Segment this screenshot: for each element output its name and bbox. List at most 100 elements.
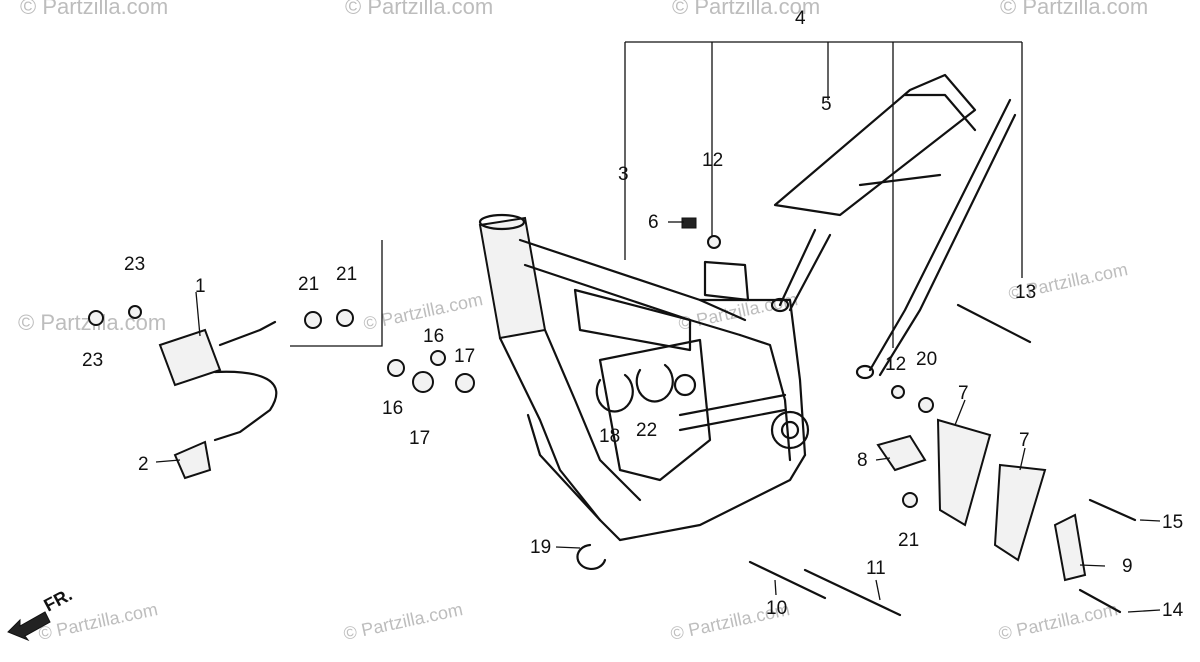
nut-21-left — [304, 311, 322, 329]
engine-hangers — [876, 418, 1087, 582]
bolt-15 — [1088, 498, 1137, 522]
subframe-end-left — [770, 297, 790, 313]
callout-16-right: 16 — [423, 326, 444, 347]
shock-mount — [673, 373, 697, 397]
callout-21-right: 21 — [336, 264, 357, 285]
engine-cradle — [598, 338, 712, 482]
bolt-11 — [803, 568, 902, 617]
rear-subframe — [770, 73, 1017, 380]
subframe-strut-right-2 — [878, 113, 1017, 377]
grommet-16-left — [387, 359, 405, 377]
leader-10 — [774, 579, 777, 596]
callout-11: 11 — [866, 558, 886, 579]
watermark-text: © Partzilla.com — [672, 0, 820, 19]
head-tube — [478, 216, 547, 340]
leader-lines — [155, 41, 1161, 613]
callout-18: 18 — [599, 426, 620, 447]
bolt-12-upper — [707, 235, 721, 249]
long-bolts — [748, 303, 1137, 617]
frame-gusset — [573, 288, 692, 352]
clamp-19 — [576, 543, 607, 571]
callout-15: 15 — [1162, 512, 1183, 533]
callout-20: 20 — [916, 349, 937, 370]
nut-20 — [918, 397, 934, 413]
subframe-end-right — [855, 364, 875, 380]
callout-7-lower: 7 — [1019, 430, 1030, 451]
watermark-text: © Partzilla.com — [1000, 0, 1148, 19]
lower-cradle — [618, 453, 807, 542]
callout-1: 1 — [195, 276, 206, 297]
coil-wire — [218, 320, 277, 347]
engine-hanger-lower — [993, 463, 1047, 562]
subframe-cross — [858, 173, 942, 187]
callout-4: 4 — [795, 8, 806, 29]
callout-8: 8 — [857, 450, 868, 471]
callout-16-left: 16 — [382, 398, 403, 419]
callout-17-right: 17 — [454, 346, 475, 367]
main-frame — [478, 213, 810, 542]
callout-labels: 1 2 3 4 5 6 7 7 8 9 10 11 12 12 13 14 15… — [82, 8, 1184, 621]
callout-19: 19 — [530, 537, 551, 558]
hanger-plate-8 — [876, 434, 927, 472]
group-bracket — [290, 240, 383, 347]
grommet-16-right — [430, 350, 446, 366]
nut-21-bracket — [902, 492, 918, 508]
leader-19 — [555, 546, 581, 549]
seat-rail-mount — [703, 260, 750, 302]
nut-21-right — [336, 309, 354, 327]
cross-pipe — [678, 393, 787, 417]
subframe-strut-left-2 — [788, 233, 832, 312]
down-tube — [498, 336, 622, 542]
bolt-23-upper — [128, 305, 142, 319]
clamp-18 — [595, 373, 634, 413]
callout-23-upper: 23 — [124, 254, 145, 275]
leader-1 — [195, 291, 201, 337]
callout-21-left: 21 — [298, 274, 319, 295]
spark-plug-cap — [173, 440, 212, 480]
front-label: FR. — [40, 584, 75, 615]
callout-3: 3 — [618, 164, 629, 185]
guard-9 — [1053, 513, 1087, 582]
leader-9 — [1079, 564, 1106, 567]
leader-7b — [1019, 447, 1026, 471]
callout-5: 5 — [821, 94, 832, 115]
leader-7a — [954, 399, 966, 426]
watermark-text: © Partzilla.com — [20, 0, 168, 19]
callout-23-lower: 23 — [82, 350, 103, 371]
callout-9: 9 — [1122, 556, 1133, 577]
watermark-text: © Partzilla.com — [342, 599, 465, 644]
callout-22: 22 — [636, 420, 657, 441]
fasteners — [88, 217, 934, 571]
callout-6: 6 — [648, 212, 659, 233]
leader-2 — [155, 459, 181, 463]
callout-13: 13 — [1015, 282, 1036, 303]
callout-7-upper: 7 — [958, 383, 969, 404]
watermark-text: © Partzilla.com — [345, 0, 493, 19]
watermark-text: © Partzilla.com — [997, 599, 1120, 644]
cradle-front — [526, 413, 602, 522]
leader-14 — [1127, 609, 1161, 613]
leader-8 — [875, 457, 891, 461]
leader-11 — [875, 579, 881, 601]
bolt-10 — [748, 560, 827, 600]
pivot-boss — [770, 410, 810, 450]
down-tube-inner — [543, 328, 642, 502]
main-spar-inner — [738, 333, 792, 462]
washer-17-right — [455, 373, 475, 393]
callout-12-lower: 12 — [885, 354, 906, 375]
callout-17-left: 17 — [409, 428, 430, 449]
bolt-12-lower — [891, 385, 905, 399]
callout-2: 2 — [138, 454, 149, 475]
clamp-22 — [635, 363, 674, 403]
coil-lead — [213, 370, 278, 442]
ignition-coil — [158, 320, 278, 442]
engine-hanger-upper — [936, 418, 992, 527]
coil-body — [158, 328, 222, 387]
bolt-13 — [956, 303, 1032, 344]
cross-pipe-lower — [678, 408, 787, 432]
head-tube-top — [478, 213, 526, 231]
pivot-hole — [780, 420, 800, 440]
washer-17-left — [412, 371, 434, 393]
subframe-strut-left — [778, 228, 817, 307]
